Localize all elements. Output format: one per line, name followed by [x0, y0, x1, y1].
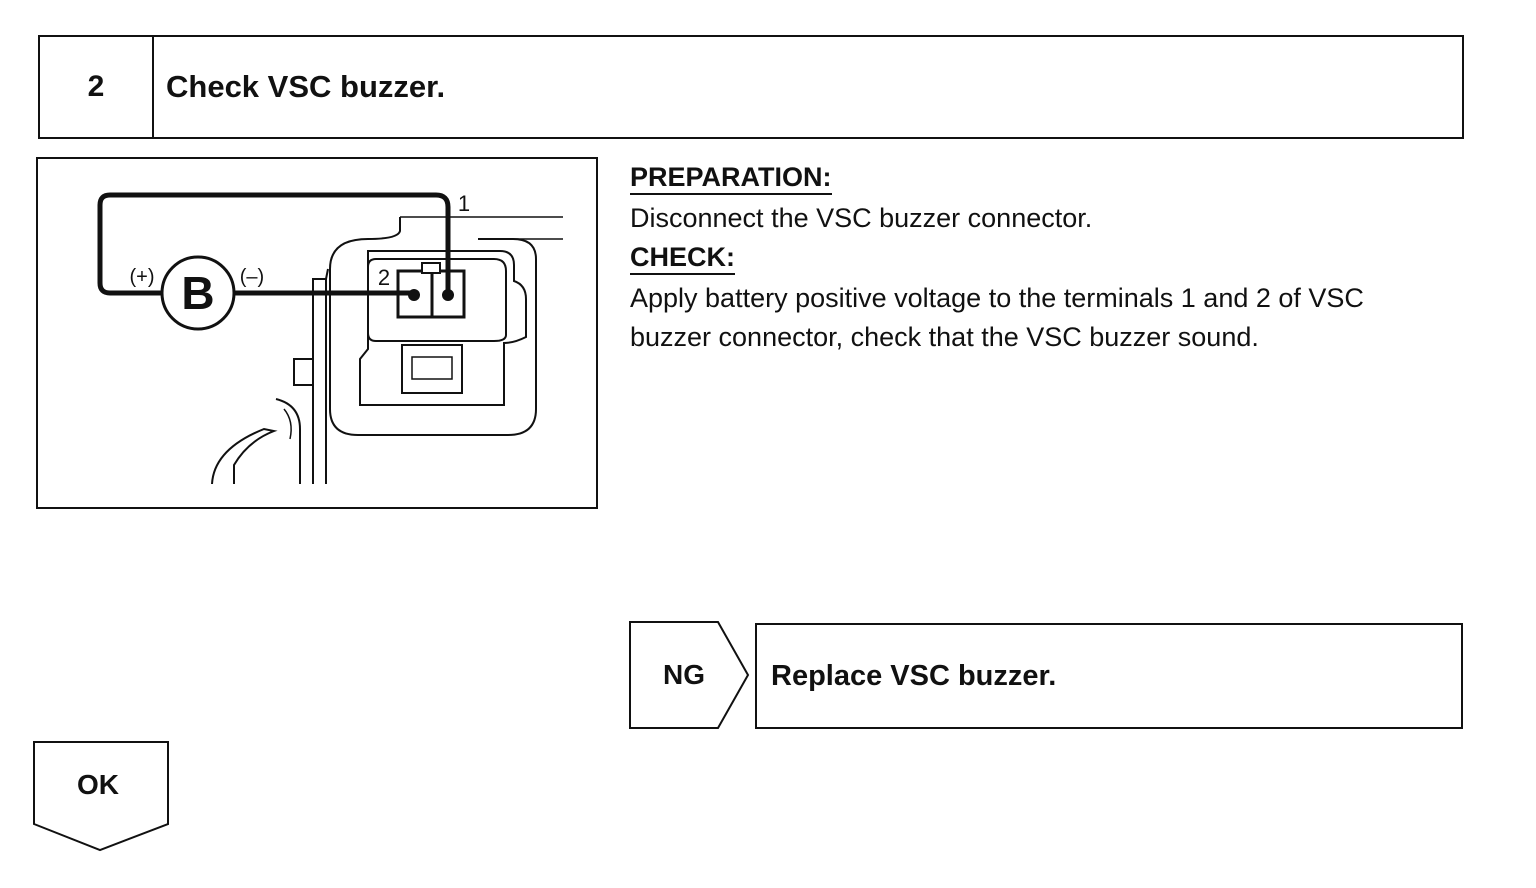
ng-arrow-shape — [629, 621, 750, 729]
ng-result-tag: NG — [628, 620, 752, 735]
step-header: 2 Check VSC buzzer. — [38, 35, 1464, 139]
check-heading: CHECK: — [630, 242, 735, 275]
connector-diagram: B (+) (–) 1 2 — [97, 191, 563, 485]
terminal-1-label: 1 — [458, 191, 470, 216]
mount-tab — [293, 358, 313, 386]
terminal-key — [421, 262, 441, 274]
check-text-line-2: buzzer connector, check that the VSC buz… — [630, 322, 1259, 352]
clip-outer — [211, 427, 278, 485]
ok-label: OK — [77, 769, 119, 800]
step-title: Check VSC buzzer. — [166, 69, 446, 104]
preparation-text: Disconnect the VSC buzzer connector. — [630, 203, 1093, 233]
clip-detail — [283, 408, 292, 440]
wire-positive — [97, 192, 451, 296]
battery-symbol — [160, 255, 236, 331]
clip-arm — [275, 398, 301, 484]
ng-action-text: Replace VSC buzzer. — [771, 659, 1057, 692]
connector-housing-outer — [329, 217, 537, 436]
check-text-line-1: Apply battery positive voltage to the te… — [630, 283, 1364, 313]
connector-lock-inner — [411, 356, 453, 380]
instructions: PREPARATION: Disconnect the VSC buzzer c… — [630, 158, 1490, 357]
connector-body — [359, 250, 527, 406]
connector-illustration: B (+) (–) 1 2 — [36, 157, 598, 509]
ng-label: NG — [663, 659, 705, 690]
ok-arrow-shape — [33, 741, 169, 852]
preparation-heading: PREPARATION: — [630, 162, 832, 195]
plus-label: (+) — [130, 266, 155, 288]
ok-result-tag: OK — [32, 740, 172, 859]
battery-label: B — [181, 267, 214, 319]
terminal-2-label: 2 — [378, 265, 390, 290]
minus-label: (–) — [240, 266, 264, 288]
ng-action-box: Replace VSC buzzer. — [755, 623, 1463, 729]
connector-cavity — [367, 258, 507, 342]
connector-lock — [401, 344, 463, 394]
mount-bracket-line — [312, 268, 329, 484]
step-number: 2 — [40, 37, 154, 137]
